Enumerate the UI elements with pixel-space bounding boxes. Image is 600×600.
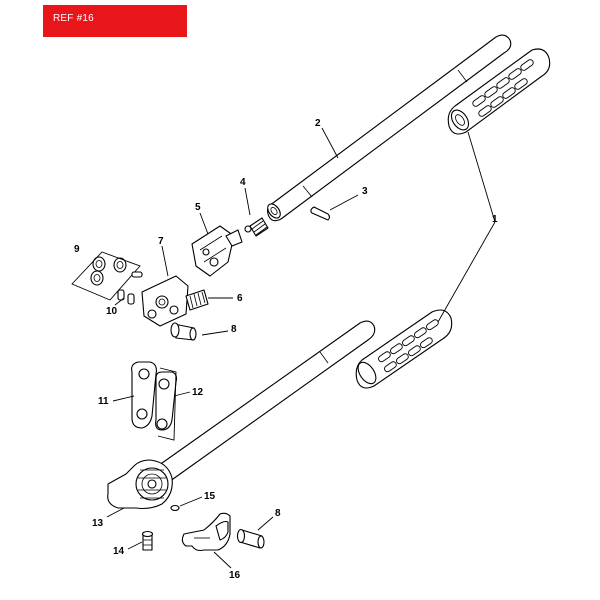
callout-9: 9 (74, 244, 80, 255)
callout-6: 6 (237, 293, 243, 304)
callout-8-lower: 8 (275, 508, 281, 519)
callout-16: 16 (229, 570, 241, 581)
callout-numbers: 1 2 3 4 5 6 7 8 8 9 10 11 12 13 15 14 16 (74, 118, 498, 581)
callout-14: 14 (113, 546, 125, 557)
callout-2: 2 (315, 118, 321, 129)
callout-13: 13 (92, 518, 104, 529)
rollers-part-9 (71, 251, 141, 301)
callout-4: 4 (240, 177, 246, 188)
ref-label: REF #16 (53, 13, 94, 24)
pin-part-3 (310, 206, 331, 221)
spring-part-4 (244, 217, 269, 237)
lower-handle-tube (149, 320, 376, 487)
bending-head-part-13 (107, 459, 173, 510)
callout-11: 11 (98, 396, 109, 407)
callout-12: 12 (192, 387, 204, 398)
leader-lines (106, 127, 496, 569)
roller-block-part-7 (141, 275, 189, 327)
ring-part-15 (170, 504, 180, 512)
bolt-part-8-upper (170, 322, 197, 341)
ref-badge: REF #16 (43, 5, 187, 37)
callout-3: 3 (362, 186, 368, 197)
bolt-part-8-lower (236, 528, 265, 549)
callout-10: 10 (106, 306, 118, 317)
callout-7: 7 (158, 236, 164, 247)
stud-part-6 (185, 289, 209, 311)
callout-8-upper: 8 (231, 324, 237, 335)
upper-grip (447, 48, 551, 135)
lower-grip (355, 309, 453, 389)
side-plates-part-11-12 (131, 361, 178, 441)
hook-part-16 (181, 512, 231, 552)
callout-1: 1 (492, 214, 498, 225)
bolt-part-14 (141, 530, 154, 551)
callout-15: 15 (204, 491, 216, 502)
upper-handle-tube (267, 34, 512, 222)
clevis-part-5 (191, 225, 243, 277)
callout-5: 5 (195, 202, 201, 213)
